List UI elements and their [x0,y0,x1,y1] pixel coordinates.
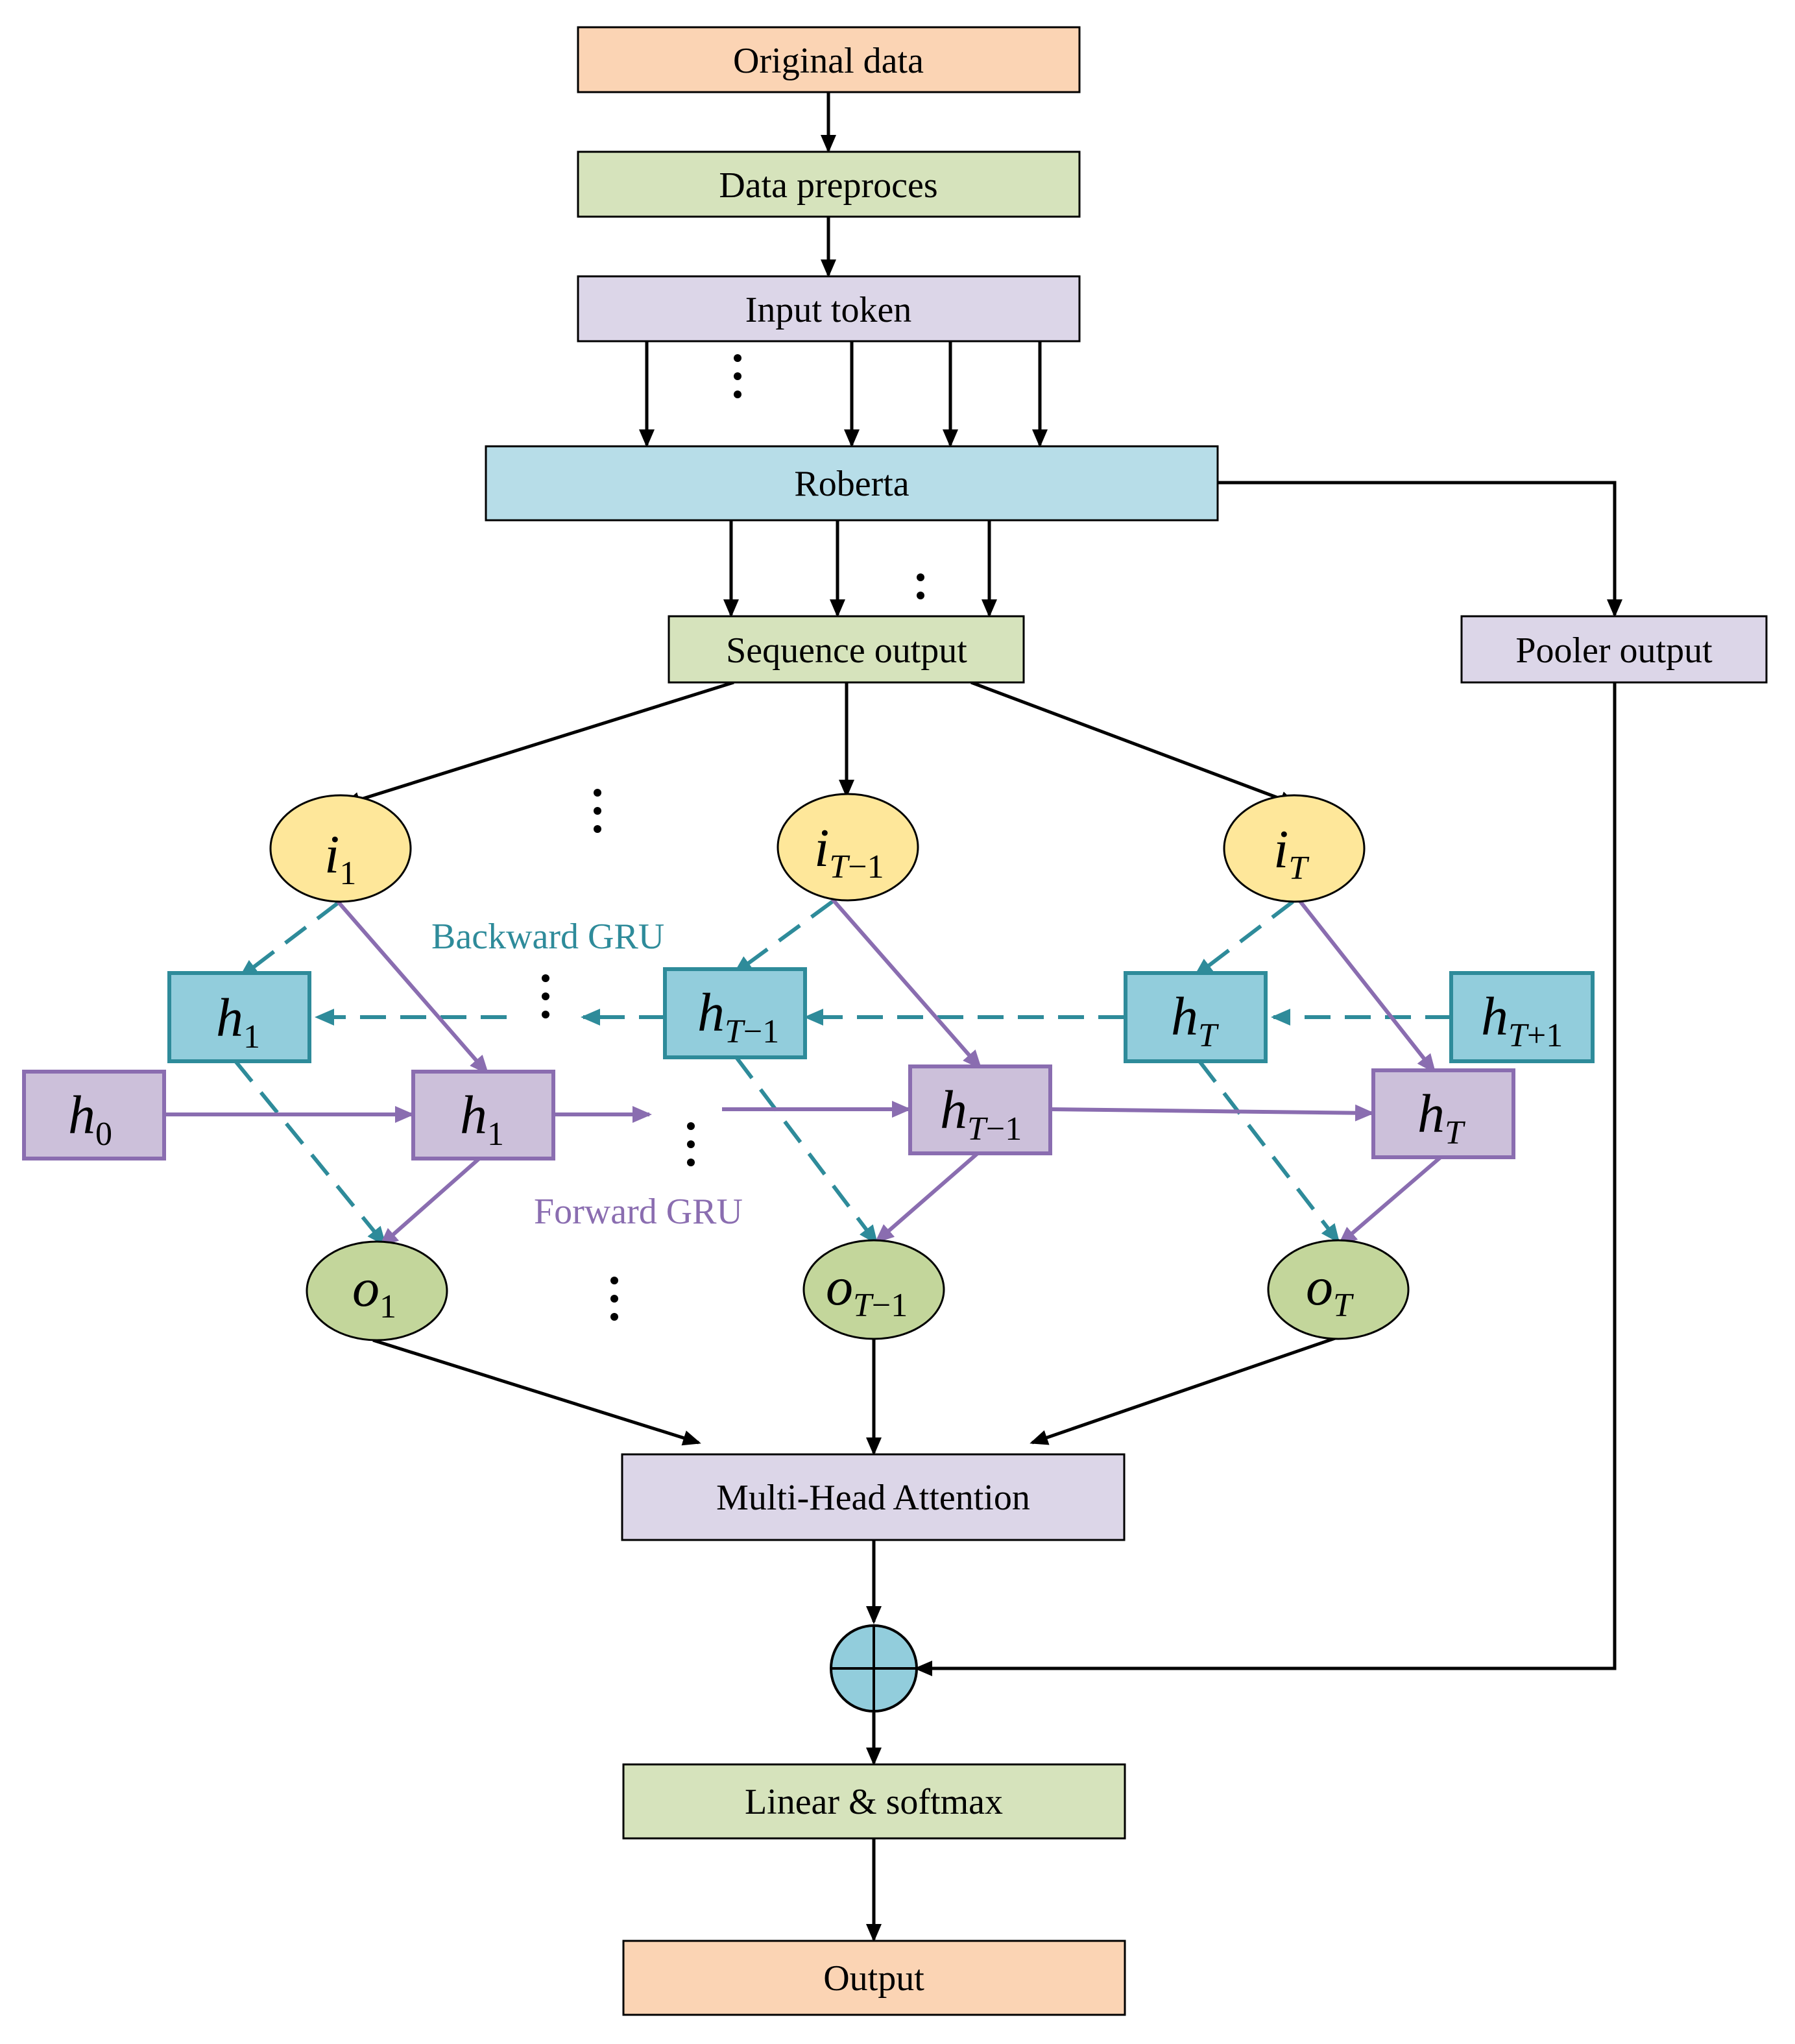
arrow-i1-to-h1f [336,900,489,1076]
ellipsis-backward [542,974,549,1018]
node-oTm1: oT−1 [802,1239,945,1340]
ellipsis-inputs [594,789,601,833]
arrow-hTm1f-to-oTm1 [874,1151,979,1244]
arrow-roberta-to-pooler [1218,481,1622,618]
node-linear-softmax: Linear & softmax [622,1763,1126,1840]
arrow-seq-to-iT [970,680,1298,806]
node-hT-backward-label: hT [1171,987,1219,1054]
node-hT-forward-label: hT [1417,1084,1465,1151]
node-h1-forward-label: h1 [460,1085,504,1153]
node-iTm1-label: iT−1 [814,818,884,885]
arrow-iTm1-to-hTm1b [732,900,834,975]
node-o1: o1 [306,1240,448,1341]
arrow-o1-to-mha [372,1338,701,1446]
circle-plus-icon [830,1624,918,1713]
arrow-i1-to-h1b [238,901,339,979]
node-original-data: Original data [577,26,1081,93]
node-h1-backward: h1 [167,971,311,1063]
node-data-preprocess-label: Data preproces [719,165,937,206]
node-pooler-output-label: Pooler output [1515,631,1713,671]
node-i1: i1 [269,794,412,903]
arrow-hTb-to-oT [1198,1060,1340,1244]
ellipsis-input-token [734,354,741,398]
node-h1-forward: h1 [411,1070,555,1160]
arrow-h1b-to-o1 [234,1060,387,1247]
node-h1-backward-label: h1 [216,988,260,1055]
arrow-h1f-to-o1 [379,1155,482,1247]
arrow-hTm1b-to-oTm1 [734,1056,878,1245]
node-hTp1-backward-label: hT+1 [1481,987,1563,1054]
node-iT-label: iT [1273,819,1309,887]
ellipsis-outputs [610,1277,618,1321]
arrow-oT-to-mha [1030,1336,1338,1445]
arrow-hTm1f-to-hTf [1050,1104,1375,1122]
arrow-pooler-to-plus [914,682,1617,1676]
node-iT: iT [1223,794,1366,903]
ellipsis-forward [687,1122,695,1166]
node-output-label: Output [823,1958,924,1999]
node-data-preprocess: Data preproces [577,150,1081,218]
node-sequence-output: Sequence output [668,615,1025,684]
node-hTp1-backward: hT+1 [1449,971,1595,1063]
arrow-iT-to-hTb [1193,900,1294,978]
forward-gru-caption: Forward GRU [534,1192,743,1232]
node-hT-forward: hT [1371,1068,1515,1159]
node-roberta: Roberta [485,445,1219,522]
node-oTm1-label: oT−1 [826,1256,908,1324]
backward-gru-connectors [234,900,1451,1247]
node-hTm1-backward: hT−1 [663,967,807,1059]
node-multi-head-attention: Multi-Head Attention [621,1453,1126,1541]
node-sequence-output-label: Sequence output [726,631,967,671]
arrow-iTm1-to-hTm1f [830,898,982,1070]
node-hTm1-forward-label: hT−1 [940,1080,1022,1148]
node-output: Output [622,1940,1126,2016]
node-hTm1-forward: hT−1 [908,1064,1052,1155]
arrow-iT-to-hTf [1297,899,1436,1074]
node-o1-label: o1 [352,1258,396,1325]
node-input-token: Input token [577,275,1081,343]
node-pooler-output: Pooler output [1460,615,1768,684]
arrow-hTf-to-oT [1337,1154,1443,1246]
forward-gru-connectors [165,898,1443,1247]
node-hTm1-backward-label: hT−1 [697,983,779,1050]
main-flow-connectors [342,92,1622,1942]
node-mha-label: Multi-Head Attention [716,1478,1030,1518]
node-oT: oT [1267,1239,1410,1340]
node-input-token-label: Input token [745,290,912,330]
node-roberta-label: Roberta [794,464,909,504]
node-linear-softmax-label: Linear & softmax [745,1782,1003,1822]
node-i1-label: i1 [324,824,356,892]
ellipsis-roberta [917,573,924,599]
vertical-ellipsis-icon [542,354,924,1321]
arrow-seq-to-i1 [342,680,734,808]
node-hT-backward: hT [1124,971,1268,1063]
node-original-data-label: Original data [733,41,924,81]
node-h0-forward: h0 [22,1070,166,1160]
node-h0-forward-label: h0 [68,1085,112,1153]
node-iTm1: iT−1 [777,793,919,902]
node-oT-label: oT [1306,1256,1354,1324]
backward-gru-caption: Backward GRU [431,917,664,957]
